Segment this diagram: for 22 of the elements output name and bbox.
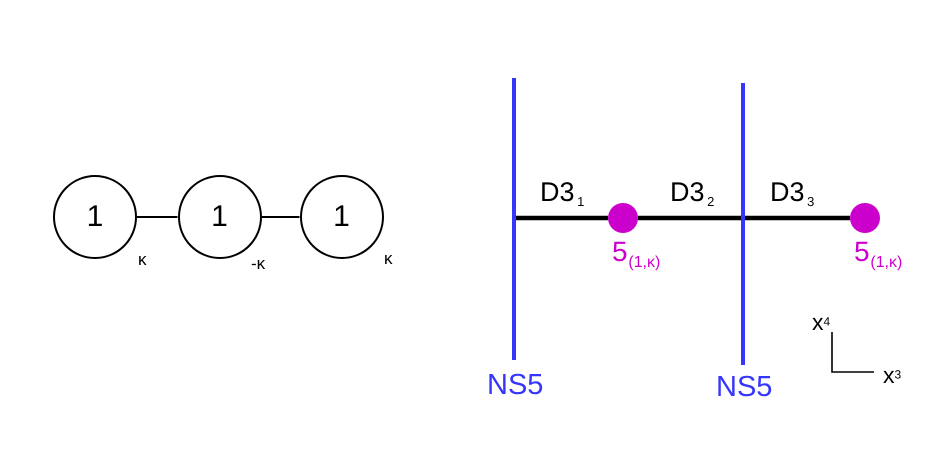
axis-label: x$^{3}$: [883, 364, 902, 386]
node-caption: 5$_{(1,κ)}$: [854, 238, 902, 271]
connector-line: [745, 216, 850, 220]
axis-label: x$^{4}$: [812, 310, 830, 334]
filled-dot: [850, 203, 880, 233]
edge-label: D3$_{1}$: [540, 179, 584, 210]
node-label: 1: [86, 202, 104, 232]
node-label: 1: [211, 202, 228, 232]
node-caption: 5$_{(1,κ)}$: [612, 238, 660, 271]
connector-line: [262, 216, 300, 218]
node-caption: -κ: [251, 255, 266, 272]
node-caption: κ: [138, 251, 146, 268]
node-caption: NS5: [716, 372, 772, 402]
connector-line: [638, 216, 741, 220]
node-label: 1: [333, 202, 350, 232]
connector-line: [516, 216, 608, 220]
edge-label: D3$_{3}$: [770, 179, 814, 210]
connector-line: [137, 216, 178, 218]
node-caption: κ: [384, 250, 392, 267]
filled-dot: [608, 203, 638, 233]
node-caption: NS5: [487, 370, 544, 400]
edge-label: D3$_{2}$: [670, 179, 714, 210]
